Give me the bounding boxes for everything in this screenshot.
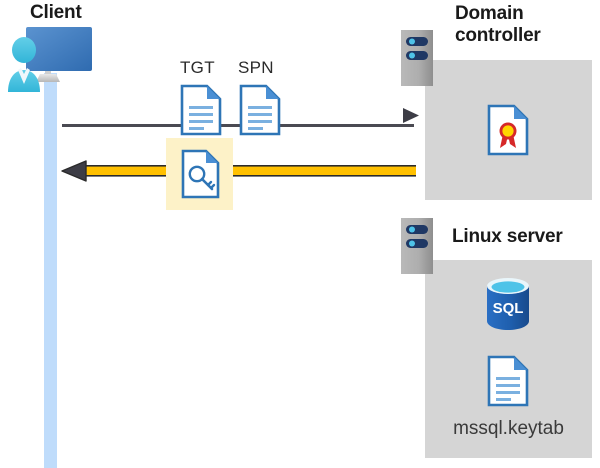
- request-arrow-right-icon: [62, 114, 414, 127]
- tgt-document-icon: [180, 84, 222, 141]
- keytab-filename-label: mssql.keytab: [453, 418, 564, 439]
- workstation-user-icon: [2, 22, 98, 94]
- keytab-document-icon: [487, 355, 529, 412]
- spn-label: SPN: [238, 58, 274, 77]
- linux-server-title: Linux server: [452, 226, 563, 247]
- client-lifeline: [44, 73, 57, 468]
- linux-server-icon: [401, 218, 433, 274]
- response-arrow-left-icon: [60, 160, 416, 184]
- domain-controller-server-icon: [401, 30, 433, 86]
- key-document-icon: [181, 149, 220, 204]
- sql-database-icon: SQL: [483, 276, 533, 337]
- tgt-label: TGT: [180, 58, 215, 77]
- spn-document-icon: [239, 84, 281, 141]
- request-arrowhead-icon: [403, 106, 421, 131]
- domain-controller-title: Domain controller: [455, 3, 541, 46]
- sql-icon-label: SQL: [493, 300, 524, 317]
- client-title: Client: [30, 2, 82, 23]
- certificate-document-icon: [487, 104, 529, 161]
